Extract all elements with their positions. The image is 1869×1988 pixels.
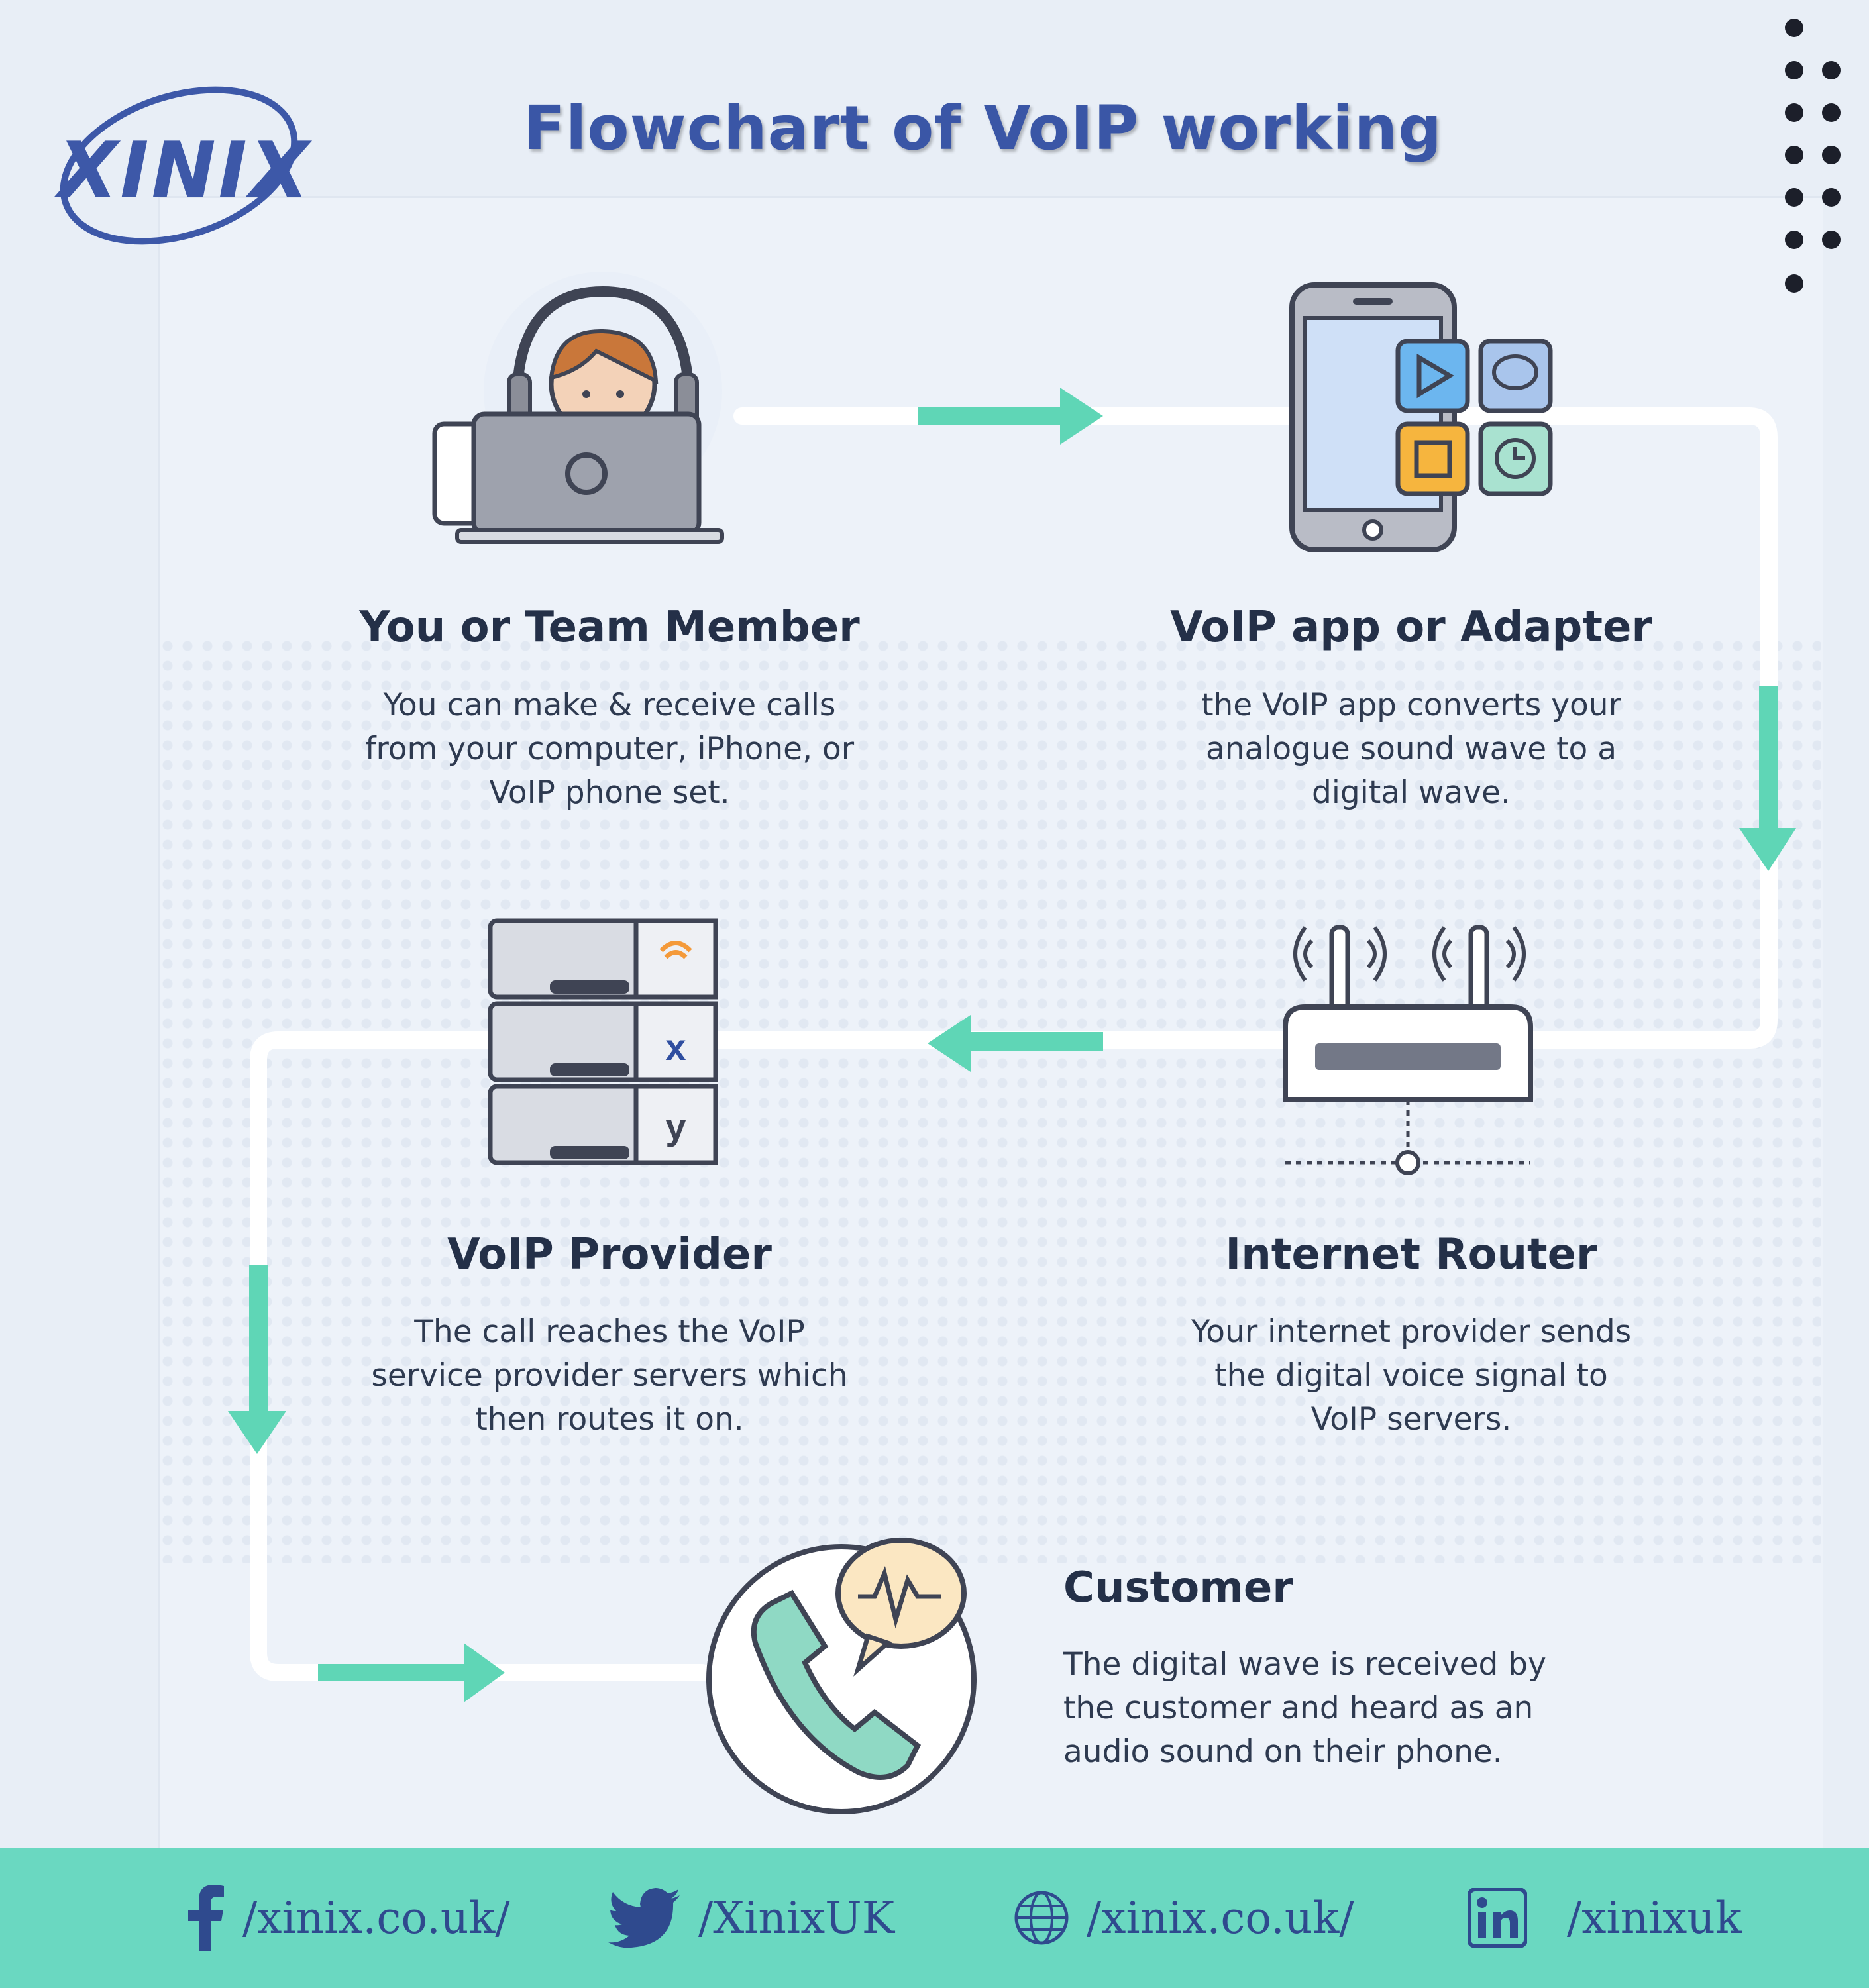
step-title-team-member: You or Team Member [359,603,860,652]
step-desc-router: Your internet provider sends the digital… [1191,1314,1632,1438]
linkedin-icon [1468,1888,1527,1948]
step-desc-voip-provider: The call reaches the VoIP service provid… [371,1314,848,1438]
facebook-handle: /xinix.co.uk/ [242,1892,510,1944]
arrow-left-middle-icon [928,1015,1103,1072]
website-url: /xinix.co.uk/ [1087,1892,1354,1944]
website-link[interactable]: /xinix.co.uk/ [1014,1881,1354,1954]
customer-phone-icon [706,1538,977,1814]
arrow-down-left-icon [228,1265,286,1454]
step-title-customer: Customer [1063,1563,1293,1612]
step-title-router: Internet Router [1225,1230,1597,1279]
flow-path [228,388,1796,1702]
svg-text:y: y [665,1106,686,1147]
facebook-link[interactable]: /xinix.co.uk/ [186,1881,510,1954]
step-desc-customer: The digital wave is received by the cust… [1063,1646,1546,1770]
twitter-handle: /XinixUK [698,1892,895,1944]
arrow-right-bottom-icon [318,1643,505,1702]
arrow-right-top-icon [918,388,1103,445]
world-map-background [158,636,1821,1563]
step-title-voip-provider: VoIP Provider [447,1230,772,1279]
svg-text:x: x [665,1026,686,1068]
linkedin-handle: /xinixuk [1567,1892,1742,1944]
globe-icon [1014,1891,1069,1945]
phone-apps-icon [1289,282,1553,552]
twitter-link[interactable]: /XinixUK [608,1881,894,1954]
page-title: Flowchart of VoIP working [523,93,1443,164]
arrow-down-right-icon [1739,686,1796,871]
router-icon [1283,925,1533,1175]
xinix-logo-ellipse [60,86,298,245]
step-desc-voip-app: the VoIP app converts your analogue soun… [1201,687,1621,811]
twitter-icon [608,1888,680,1948]
step-title-voip-app: VoIP app or Adapter [1170,603,1652,652]
linkedin-link[interactable]: /xinixuk [1468,1881,1742,1954]
step-desc-team-member: You can make & receive calls from your c… [364,687,855,811]
person-laptop-icon [432,272,724,544]
logo-text: XINIX [58,126,312,215]
footer-bar [0,1848,1869,1988]
server-rack-icon: x y [488,918,718,1165]
facebook-icon [188,1885,224,1951]
